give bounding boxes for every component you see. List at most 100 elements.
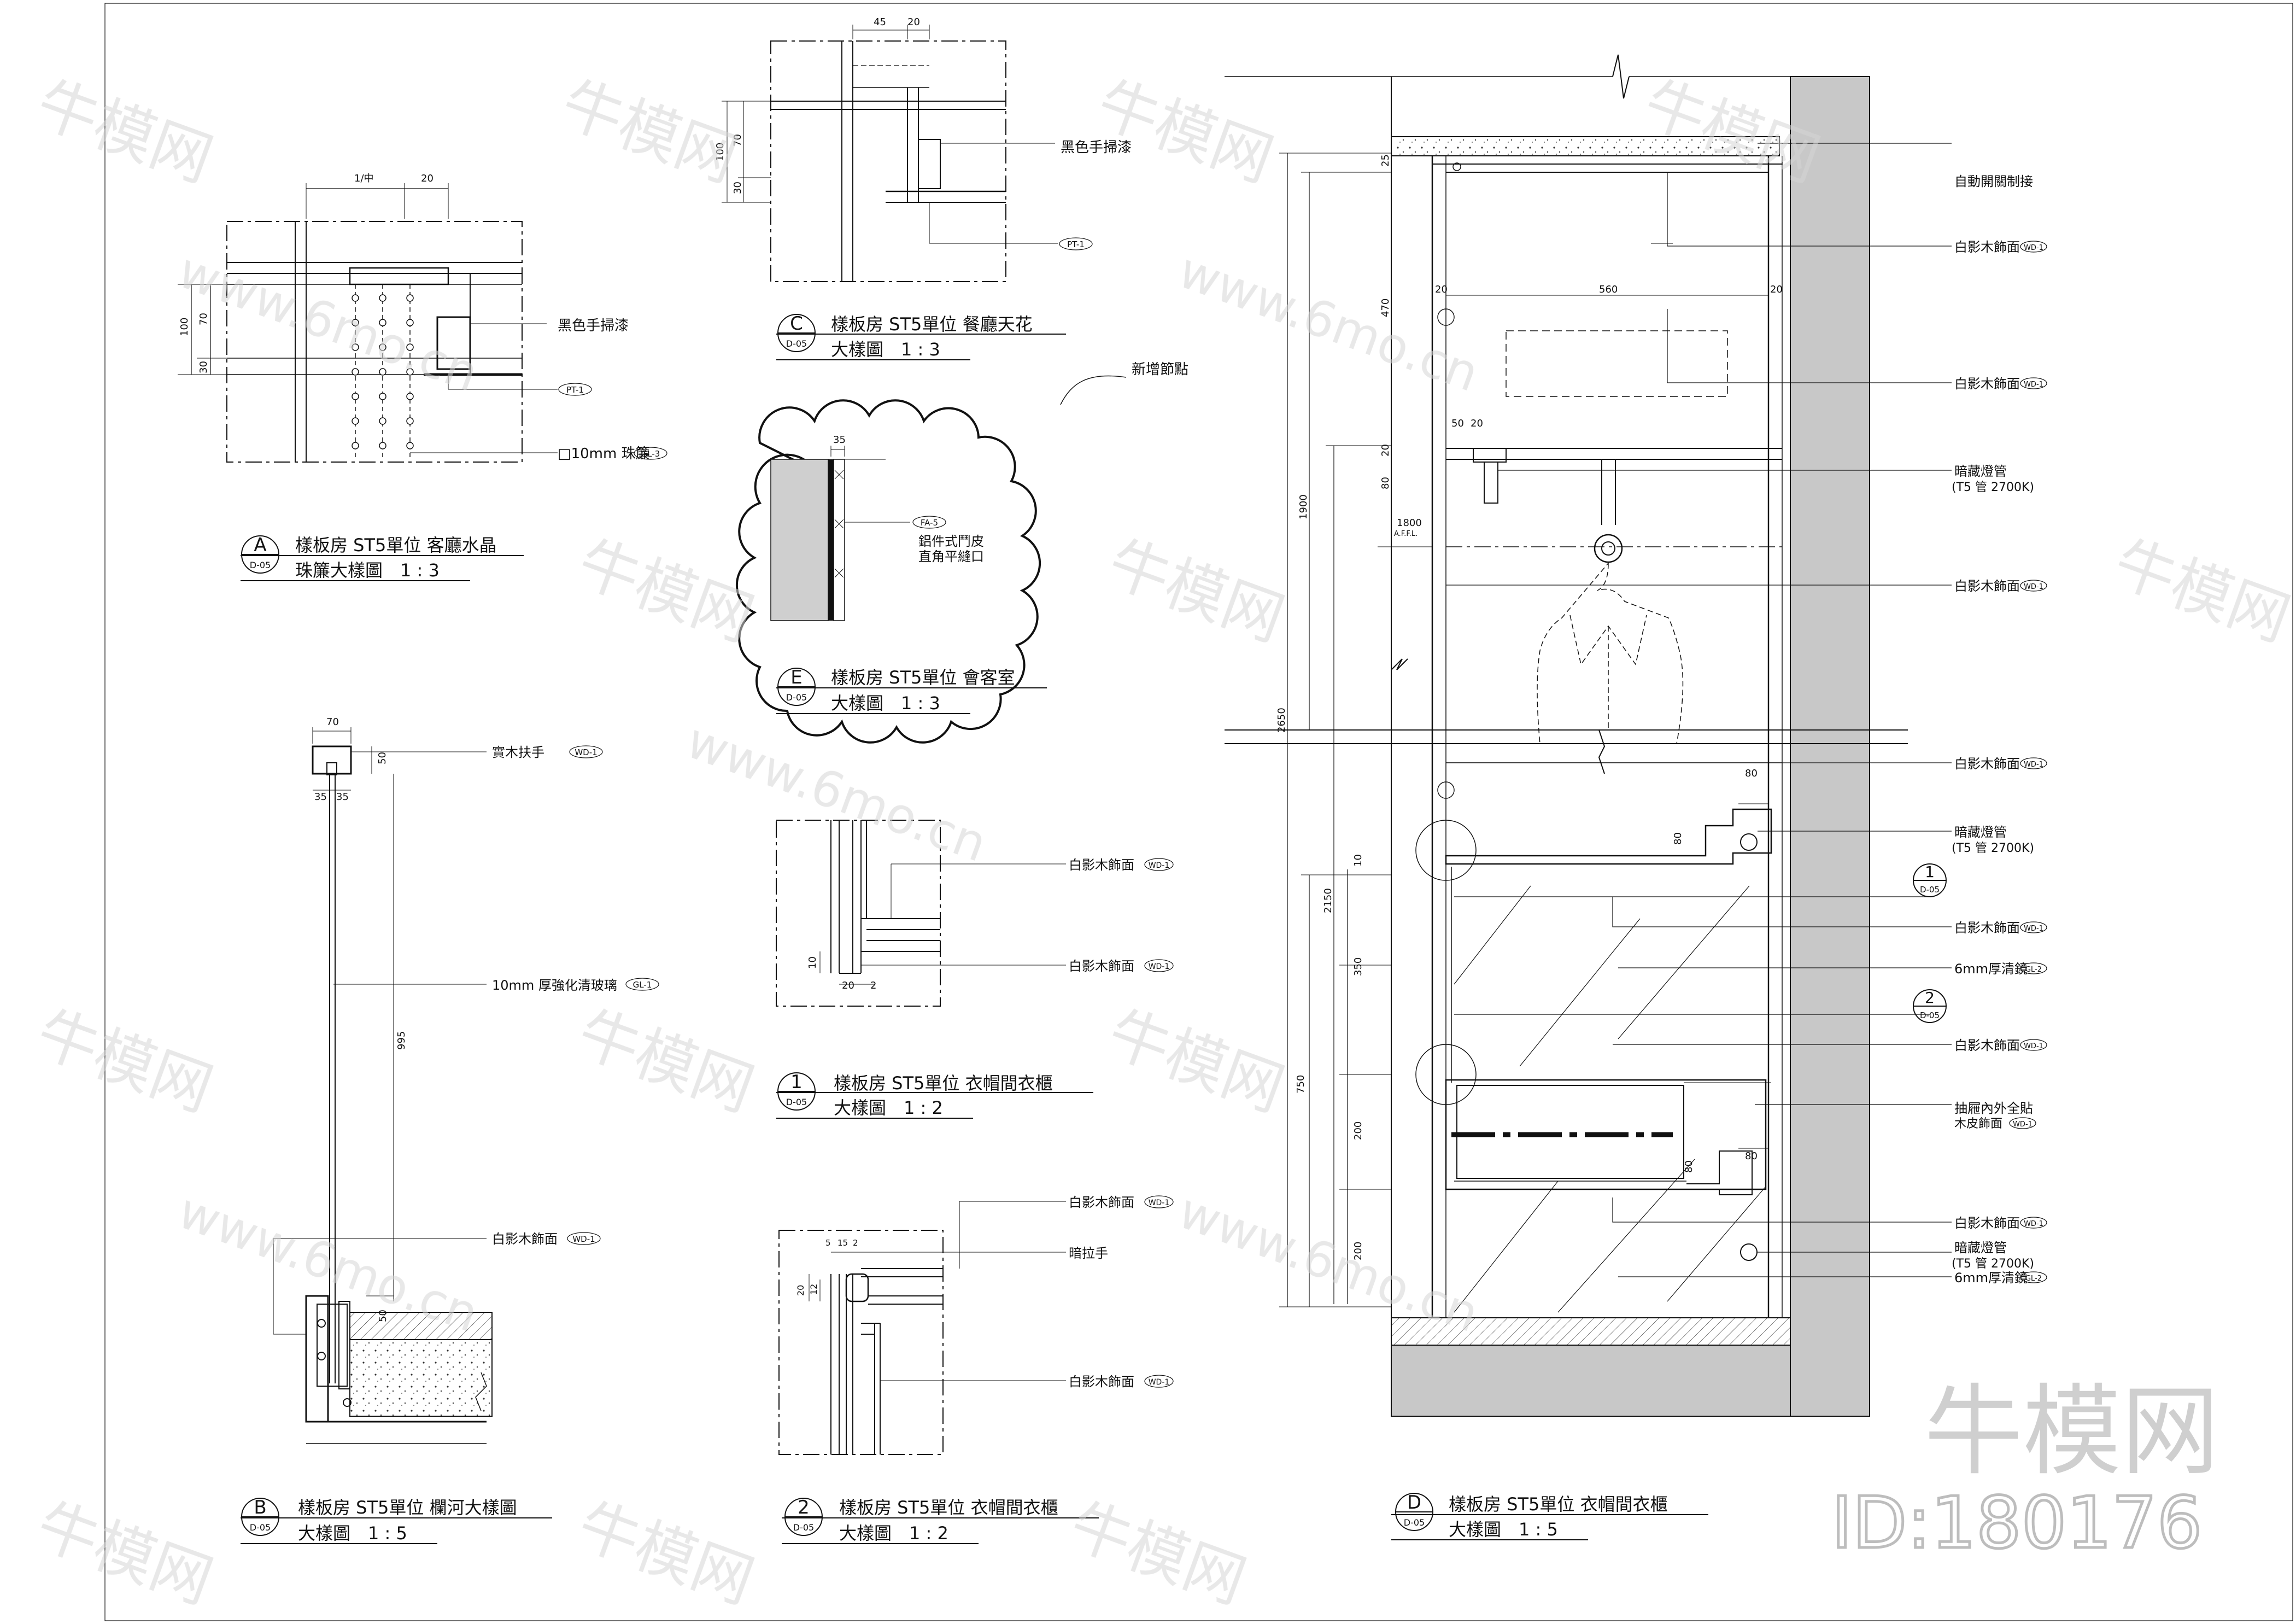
svg-text:D-05: D-05 [250, 1522, 271, 1533]
svg-text:大樣圖 1 : 5: 大樣圖 1 : 5 [1449, 1519, 1558, 1540]
svg-text:大樣圖 1 : 3: 大樣圖 1 : 3 [831, 693, 940, 714]
svg-text:2: 2 [1925, 989, 1935, 1007]
svg-text:A: A [254, 534, 266, 556]
svg-text:50: 50 [377, 1310, 389, 1322]
svg-text:80: 80 [1672, 832, 1684, 845]
svg-text:750: 750 [1295, 1075, 1307, 1094]
svg-text:2: 2 [870, 980, 876, 991]
svg-text:暗藏燈管: 暗藏燈管 [1954, 825, 2007, 840]
svg-text:黑色手掃漆: 黑色手掃漆 [1061, 139, 1132, 156]
svg-text:GL-3: GL-3 [641, 449, 660, 459]
svg-text:5: 5 [825, 1238, 831, 1248]
svg-text:6mm厚清鏡: 6mm厚清鏡 [1954, 961, 2028, 977]
detail-b-dimensions: 70 50 35 35 995 50 [314, 716, 407, 1322]
svg-text:GL-1: GL-1 [633, 980, 652, 990]
svg-text:牛模网: 牛模网 [28, 1489, 221, 1617]
svg-text:D-05: D-05 [786, 692, 807, 703]
svg-text:100: 100 [714, 143, 726, 161]
svg-text:抽屜內外全貼: 抽屜內外全貼 [1954, 1101, 2033, 1116]
svg-text:WD-1: WD-1 [575, 747, 597, 757]
svg-text:www.6mo.cn: www.6mo.cn [171, 242, 485, 403]
svg-text:35: 35 [336, 791, 349, 803]
detail-e-drawing [770, 446, 910, 621]
svg-text:新增節點: 新增節點 [1132, 361, 1188, 378]
svg-text:25: 25 [1380, 154, 1391, 167]
svg-text:D: D [1407, 1492, 1421, 1514]
svg-text:樣板房 ST5單位 衣帽間衣櫃: 樣板房 ST5單位 衣帽間衣櫃 [839, 1497, 1058, 1518]
svg-text:牛模网: 牛模网 [569, 997, 763, 1125]
svg-text:www.6mo.cn: www.6mo.cn [679, 712, 994, 873]
svg-text:牛模网: 牛模网 [1088, 68, 1282, 195]
svg-text:50: 50 [1451, 418, 1464, 429]
svg-text:80: 80 [1683, 1160, 1695, 1173]
svg-text:350: 350 [1352, 957, 1364, 976]
svg-text:暗藏燈管: 暗藏燈管 [1954, 1240, 2007, 1255]
svg-text:暗藏燈管: 暗藏燈管 [1954, 464, 2007, 479]
svg-text:100: 100 [179, 318, 190, 336]
detail-a-labels: 黑色手掃漆 PT-1 □10mm 珠簾 GL-3 [558, 318, 667, 462]
svg-text:鋁件式鬥皮: 鋁件式鬥皮 [918, 534, 984, 549]
detail-c-title: C D-05 樣板房 ST5單位 餐廳天花 大樣圖 1 : 3 [776, 313, 1066, 360]
svg-text:牛模网: 牛模网 [569, 527, 763, 655]
svg-text:30: 30 [198, 361, 209, 373]
svg-text:樣板房 ST5單位 衣帽間衣櫃: 樣板房 ST5單位 衣帽間衣櫃 [1449, 1494, 1668, 1515]
svg-text:WD-1: WD-1 [1149, 962, 1170, 971]
detail-1-drawing [776, 820, 1066, 1007]
detail-c-dimensions: 45 20 100 70 30 [714, 16, 920, 194]
svg-text:C: C [790, 313, 803, 335]
detail-e-cloud: 新增節點 [735, 361, 1188, 744]
svg-text:35: 35 [314, 791, 327, 803]
svg-text:470: 470 [1380, 299, 1391, 317]
svg-text:白影木飾面: 白影木飾面 [1954, 376, 2020, 392]
svg-text:牛模网: 牛模网 [1099, 997, 1293, 1125]
svg-text:(T5 管 2700K): (T5 管 2700K) [1952, 842, 2034, 855]
svg-text:白影木飾面: 白影木飾面 [1954, 1038, 2020, 1053]
section-mark-2: 2 D-05 [1913, 989, 1947, 1023]
svg-text:D-05: D-05 [1404, 1517, 1425, 1528]
svg-text:2150: 2150 [1322, 888, 1334, 913]
svg-text:70: 70 [326, 716, 339, 728]
detail-a-dimensions: 1/中 20 70 100 30 [179, 173, 434, 373]
svg-text:白影木飾面: 白影木飾面 [1954, 579, 2020, 594]
svg-text:牛模网: 牛模网 [553, 68, 746, 195]
svg-text:A.F.F.L.: A.F.F.L. [1394, 530, 1418, 538]
svg-text:1: 1 [1925, 863, 1935, 881]
svg-text:PT-1: PT-1 [1067, 239, 1085, 249]
detail-d-drawing [1225, 54, 1952, 1417]
svg-text:WD-1: WD-1 [2024, 244, 2043, 252]
svg-text:暗拉手: 暗拉手 [1069, 1246, 1108, 1261]
svg-text:WD-1: WD-1 [2024, 1042, 2043, 1050]
svg-text:70: 70 [198, 313, 209, 325]
svg-text:E: E [790, 667, 802, 688]
svg-text:樣板房 ST5單位 衣帽間衣櫃: 樣板房 ST5單位 衣帽間衣櫃 [834, 1073, 1053, 1094]
svg-text:樣板房 ST5單位 客廳水晶: 樣板房 ST5單位 客廳水晶 [295, 535, 497, 556]
detail-c-drawing [722, 25, 1058, 282]
svg-text:1800: 1800 [1397, 517, 1422, 529]
svg-text:D-05: D-05 [250, 560, 271, 570]
svg-text:牛模网: 牛模网 [1061, 1489, 1255, 1617]
svg-text:20: 20 [795, 1285, 806, 1296]
detail-1-title: 1 D-05 樣板房 ST5單位 衣帽間衣櫃 大樣圖 1 : 2 [776, 1071, 1093, 1119]
svg-text:WD-1: WD-1 [2024, 761, 2043, 769]
svg-text:樣板房 ST5單位 欄河大樣圖: 樣板房 ST5單位 欄河大樣圖 [298, 1497, 517, 1518]
detail-2-drawing [778, 1201, 1066, 1455]
svg-text:樣板房 ST5單位 餐廳天花: 樣板房 ST5單位 餐廳天花 [831, 314, 1033, 335]
svg-text:FA-5: FA-5 [921, 518, 938, 528]
svg-text:560: 560 [1599, 284, 1618, 295]
svg-text:大樣圖 1 : 5: 大樣圖 1 : 5 [298, 1523, 407, 1544]
svg-text:牛模网: 牛模网 [1099, 527, 1293, 655]
svg-text:WD-1: WD-1 [2024, 381, 2043, 389]
svg-text:20: 20 [421, 173, 434, 184]
detail-d-dimensions: 25 470 20 80 1900 2650 560 20 20 50 20 1… [1276, 154, 1783, 1260]
svg-text:2: 2 [798, 1497, 810, 1518]
detail-d-callouts: 自動開關制接 白影木飾面 WD-1 白影木飾面 WD-1 暗藏燈管 (T5 管 … [1952, 174, 2047, 1286]
svg-text:10mm 厚強化清玻璃: 10mm 厚強化清玻璃 [492, 978, 617, 993]
svg-text:15: 15 [837, 1238, 848, 1248]
svg-text:12: 12 [809, 1284, 819, 1295]
svg-text:D-05: D-05 [1920, 885, 1940, 895]
svg-text:D-05: D-05 [1920, 1010, 1940, 1020]
svg-text:白影木飾面: 白影木飾面 [1069, 1374, 1134, 1389]
svg-text:大樣圖 1 : 2: 大樣圖 1 : 2 [834, 1097, 943, 1118]
svg-text:2: 2 [853, 1238, 858, 1248]
svg-text:WD-1: WD-1 [2024, 925, 2043, 933]
